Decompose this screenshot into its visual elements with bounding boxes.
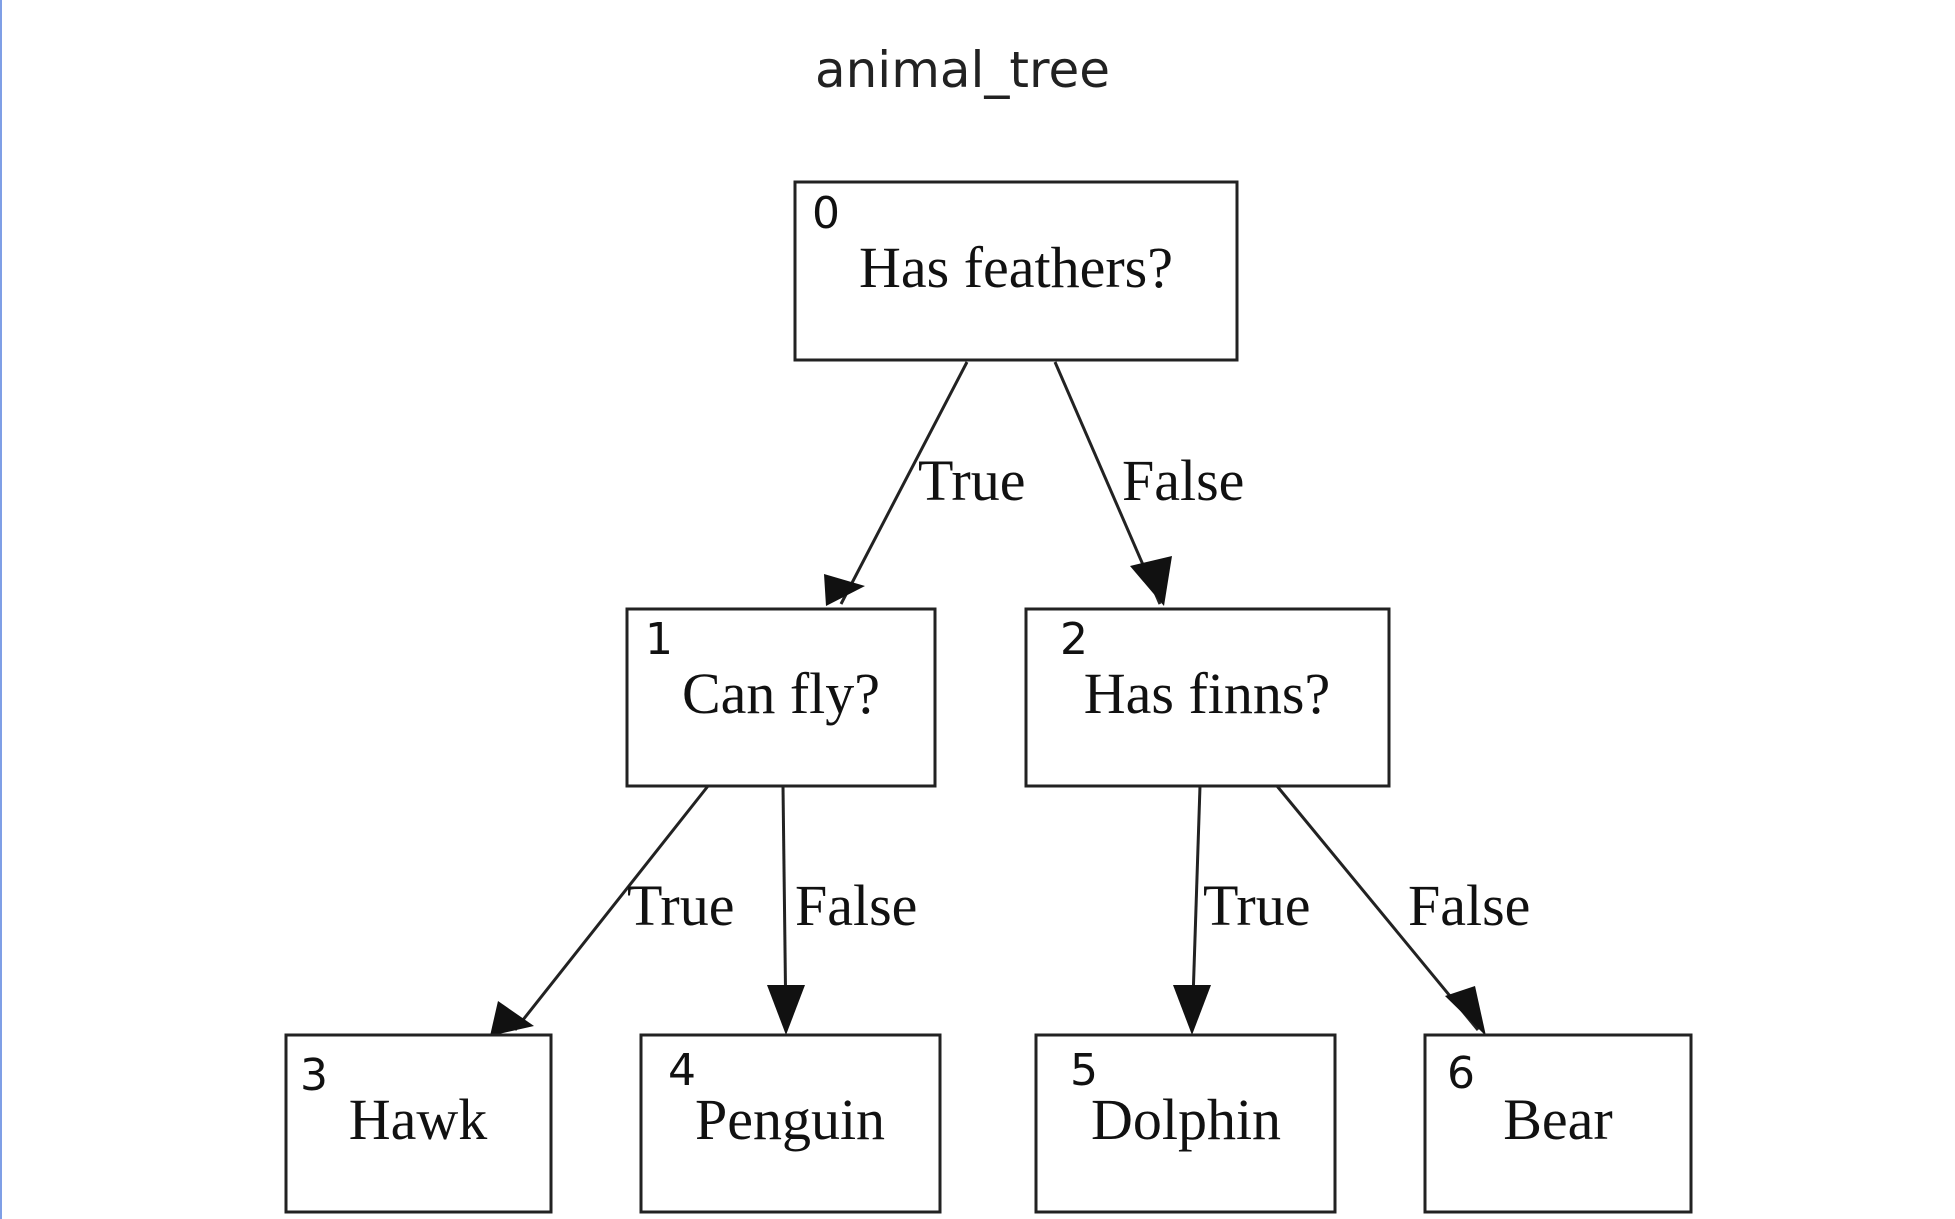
node-label-3: Hawk <box>349 1087 488 1152</box>
node-0: 0 Has feathers? <box>793 180 1239 362</box>
node-number-2: 2 <box>1060 614 1088 665</box>
edge-0-1: True <box>824 361 1025 606</box>
node-number-1: 1 <box>645 614 673 665</box>
diagram-title: animal_tree <box>814 41 1111 99</box>
edge-2-6: False <box>1275 785 1530 1036</box>
node-3: 3 Hawk <box>284 1033 553 1214</box>
node-number-0: 0 <box>812 188 840 239</box>
node-number-4: 4 <box>668 1045 696 1096</box>
node-label-1: Can fly? <box>682 661 880 726</box>
edge-label-2-6: False <box>1408 873 1530 938</box>
edge-1-4: False <box>767 785 917 1035</box>
node-2: 2 Has finns? <box>1024 607 1391 788</box>
edge-label-1-4: False <box>795 873 917 938</box>
edge-label-1-3: True <box>627 873 734 938</box>
edge-label-0-1: True <box>918 448 1025 513</box>
left-border <box>0 0 2 1219</box>
node-label-0: Has feathers? <box>859 235 1173 300</box>
node-number-6: 6 <box>1447 1048 1475 1099</box>
node-label-4: Penguin <box>695 1087 885 1152</box>
node-1: 1 Can fly? <box>625 607 937 788</box>
node-number-3: 3 <box>300 1050 328 1101</box>
edge-2-5: True <box>1173 785 1310 1035</box>
node-6: 6 Bear <box>1423 1033 1693 1214</box>
node-label-6: Bear <box>1503 1087 1613 1152</box>
edge-1-3: True <box>490 785 734 1036</box>
edge-0-2: False <box>1053 361 1244 606</box>
edge-label-2-5: True <box>1203 873 1310 938</box>
edge-label-0-2: False <box>1122 448 1244 513</box>
nodes: 0 Has feathers? 1 Can fly? 2 Has finns? … <box>284 180 1693 1214</box>
node-4: 4 Penguin <box>639 1033 942 1214</box>
node-number-5: 5 <box>1070 1045 1098 1096</box>
edges: True False True False True False <box>490 361 1530 1036</box>
node-label-5: Dolphin <box>1091 1087 1281 1152</box>
node-5: 5 Dolphin <box>1034 1033 1337 1214</box>
node-label-2: Has finns? <box>1084 661 1330 726</box>
